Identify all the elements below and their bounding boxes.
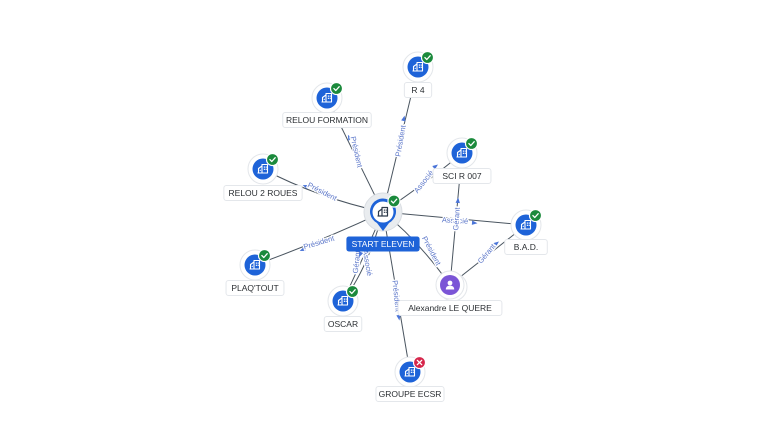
edge-arrow	[455, 197, 460, 204]
edge-arrow	[302, 184, 309, 190]
node-label-text: PLAQ'TOUT	[231, 283, 278, 293]
node-label: PLAQ'TOUT	[225, 280, 285, 296]
building-icon	[337, 295, 349, 306]
node-label: SCI R 007	[432, 168, 492, 184]
edge-label: Associé	[361, 249, 374, 276]
node-label-text: B.A.D.	[514, 242, 539, 252]
edge-arrow	[471, 220, 478, 225]
edge-arrow	[299, 246, 306, 251]
node-oscar[interactable]: OSCAR	[323, 284, 363, 332]
node-label-text: Alexandre LE QUERE	[408, 303, 492, 313]
center-node[interactable]: START ELEVEN	[346, 192, 420, 252]
building-icon	[404, 366, 416, 377]
edge-arrow	[493, 241, 499, 247]
node-label-text: R 4	[411, 85, 425, 95]
node-sci-r-007[interactable]: SCI R 007	[432, 136, 492, 184]
node-alexandre-le-quere[interactable]: Alexandre LE QUERE	[397, 270, 503, 316]
node-label: RELOU FORMATION	[282, 112, 372, 128]
building-icon	[249, 259, 261, 270]
edge-label: Président	[302, 233, 336, 251]
edge-arrow	[358, 251, 364, 258]
node-label: RELOU 2 ROUES	[223, 185, 303, 201]
active-status-icon	[265, 152, 280, 167]
center-node-label: START ELEVEN	[346, 236, 420, 252]
node-label: B.A.D.	[504, 239, 548, 255]
node-label-text: GROUPE ECSR	[379, 389, 442, 399]
node-label-text: OSCAR	[328, 319, 358, 329]
building-icon	[257, 163, 269, 174]
building-icon	[412, 61, 424, 72]
edge-center-groupe-ecsr: Président	[382, 211, 411, 373]
edge-label: Associé	[442, 215, 469, 225]
active-status-icon	[329, 81, 344, 96]
node-relou-2-roues[interactable]: RELOU 2 ROUES	[223, 152, 303, 201]
building-icon	[456, 147, 468, 158]
edge-label: Président	[393, 124, 408, 158]
node-b-a-d[interactable]: B.A.D.	[504, 208, 548, 255]
node-label: OSCAR	[323, 316, 363, 332]
node-plaq-tout[interactable]: PLAQ'TOUT	[225, 248, 285, 296]
node-label-text: RELOU 2 ROUES	[229, 188, 298, 198]
active-status-icon	[257, 248, 272, 263]
nodes-layer: START ELEVEN RELOU FORMATION R 4 SCI R 007R…	[223, 50, 548, 402]
node-label: GROUPE ECSR	[375, 386, 445, 402]
node-label-text: START ELEVEN	[352, 239, 415, 249]
active-status-icon	[387, 194, 401, 208]
node-label-text: RELOU FORMATION	[286, 115, 368, 125]
edge-line	[382, 211, 527, 226]
building-icon	[377, 206, 389, 217]
edge-label: Gérant	[476, 241, 498, 265]
active-status-icon	[345, 284, 360, 299]
edge-arrow	[354, 269, 360, 276]
edge-label: Gérant	[451, 206, 462, 230]
active-status-icon	[528, 208, 543, 223]
active-status-icon	[420, 50, 435, 65]
building-icon	[520, 219, 532, 230]
node-label: Alexandre LE QUERE	[397, 300, 503, 316]
building-icon	[321, 92, 333, 103]
edge-label: Président	[349, 135, 365, 169]
node-label: R 4	[403, 82, 433, 98]
edge-arrow	[396, 314, 401, 321]
closed-status-icon	[412, 355, 427, 370]
edge-arrow	[432, 164, 439, 170]
node-relou-formation[interactable]: RELOU FORMATION	[282, 81, 372, 128]
node-groupe-ecsr[interactable]: GROUPE ECSR	[375, 355, 445, 402]
edge-center-bad: Associé	[382, 211, 527, 227]
node-label-text: SCI R 007	[442, 171, 481, 181]
person-icon	[445, 280, 455, 290]
edge-label: Associé	[412, 169, 435, 195]
edge-arrow	[401, 115, 406, 122]
node-r-4[interactable]: R 4	[402, 50, 435, 98]
active-status-icon	[464, 136, 479, 151]
edge-arrow	[347, 134, 353, 141]
edge-label: Président	[306, 180, 339, 203]
